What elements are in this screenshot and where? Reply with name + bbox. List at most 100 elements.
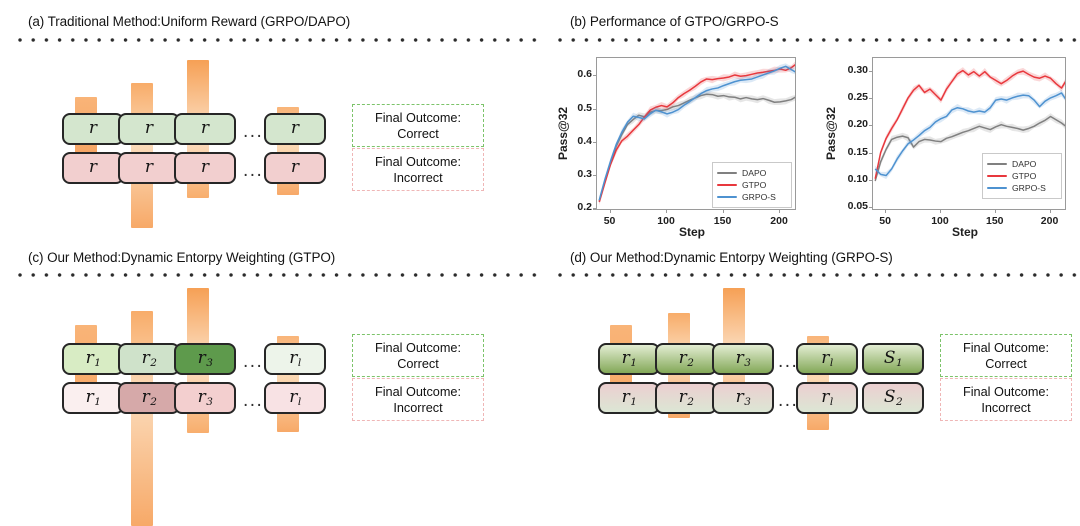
- x-tick-mark: [939, 210, 942, 213]
- legend-item-dapo[interactable]: DAPO: [717, 167, 785, 179]
- panel-c-title: (c) Our Method:Dynamic Entorpy Weighting…: [28, 250, 336, 265]
- x-tick-label: 150: [985, 215, 1004, 227]
- x-tick-mark: [779, 210, 781, 213]
- outcome-line-2: Correct: [397, 356, 439, 371]
- outcome-line-1: Final Outcome:: [374, 340, 462, 355]
- row-ellipsis-incorrect: ...: [778, 390, 799, 411]
- reward-token: r3: [735, 387, 751, 408]
- reward-box-incorrect-3: r: [174, 152, 236, 184]
- x-tick-label: 200: [770, 215, 788, 227]
- reward-box-correct-1: r: [62, 113, 124, 145]
- y-tick-mark: [593, 208, 596, 210]
- x-tick-label: 100: [931, 215, 949, 227]
- series-line-gtpo: [874, 69, 1065, 179]
- outcome-line-2: Correct: [397, 126, 439, 141]
- reward-token-sub: 2: [150, 357, 157, 369]
- series-line-grpo-s: [874, 92, 1065, 177]
- reward-box-incorrect-4: rl: [796, 382, 858, 414]
- reward-token: r: [88, 118, 98, 138]
- reward-token: r2: [678, 348, 694, 369]
- score-token: S1: [883, 348, 903, 369]
- reward-box-correct-3: r: [174, 113, 236, 145]
- reward-token: r1: [621, 348, 637, 369]
- outcome-line-1: Final Outcome:: [374, 154, 462, 169]
- outcome-line-2: Incorrect: [393, 170, 443, 185]
- x-tick-mark: [885, 210, 887, 213]
- reward-token: r3: [197, 348, 213, 369]
- reward-token-sub: 3: [744, 357, 751, 369]
- reward-token: r2: [141, 387, 157, 408]
- panel-b: (b) Performance of GTPO/GRPO-S Pass@32 S…: [540, 0, 1080, 240]
- panel-d-divider: [558, 273, 1080, 277]
- panel-d-title: (d) Our Method:Dynamic Entorpy Weighting…: [570, 250, 893, 265]
- uncertainty-band-gtpo: [875, 67, 1065, 183]
- reward-token-sub: l: [829, 357, 834, 369]
- outcome-incorrect-c: Final Outcome: Incorrect: [352, 378, 484, 421]
- reward-box-incorrect-1: r1: [598, 382, 660, 414]
- panel-a-divider: [18, 38, 540, 42]
- reward-box-correct-3: r3: [712, 343, 774, 375]
- legend-item-grpo-s[interactable]: GRPO-S: [717, 191, 785, 203]
- x-tick-mark: [722, 210, 724, 213]
- reward-token-sub: l: [297, 396, 302, 408]
- reward-token: r: [290, 118, 300, 138]
- outcome-line-2: Incorrect: [981, 400, 1031, 415]
- reward-token: rl: [821, 348, 834, 369]
- uncertainty-band-grpo-s: [875, 89, 1065, 180]
- reward-token: r1: [621, 387, 637, 408]
- outcome-correct-c: Final Outcome: Correct: [352, 334, 484, 377]
- reward-token: r2: [678, 387, 694, 408]
- panel-a-diagram: r r r ... r r r r ... r: [0, 0, 540, 240]
- reward-box-incorrect-2: r2: [655, 382, 717, 414]
- outcome-incorrect-d: Final Outcome: Incorrect: [940, 378, 1072, 421]
- y-tick-mark: [869, 97, 872, 100]
- chart-left-ylabel: Pass@32: [556, 106, 570, 160]
- legend-item-gtpo[interactable]: GTPO: [717, 179, 785, 191]
- reward-token-sub: 1: [630, 357, 637, 369]
- reward-token-sub: 1: [94, 357, 101, 369]
- score-box-correct: S1: [862, 343, 924, 375]
- reward-box-correct-2: r2: [655, 343, 717, 375]
- legend-item-grpo-s[interactable]: GRPO-S: [987, 182, 1055, 194]
- chart-left-xlabel: Step: [679, 225, 706, 239]
- y-tick-mark: [593, 108, 596, 110]
- y-tick-mark: [869, 152, 872, 154]
- reward-box-correct-4: r: [264, 113, 326, 145]
- y-tick-label: 0.2: [577, 201, 592, 214]
- reward-box-incorrect-4: rl: [264, 382, 326, 414]
- reward-token-sub: 3: [206, 357, 213, 369]
- reward-box-incorrect-4: r: [264, 152, 326, 184]
- legend-swatch-icon: [987, 162, 1007, 166]
- reward-token: r1: [85, 348, 101, 369]
- outcome-line-1: Final Outcome:: [962, 340, 1050, 355]
- reward-token: r: [144, 157, 154, 177]
- x-tick-mark: [666, 210, 668, 213]
- reward-box-incorrect-3: r3: [712, 382, 774, 414]
- panel-c-diagram: r1 r2 r3 ... rl r1 r2 r3 ...: [0, 240, 540, 526]
- reward-box-incorrect-2: r: [118, 152, 180, 184]
- legend-item-dapo[interactable]: DAPO: [987, 158, 1055, 170]
- outcome-correct-d: Final Outcome: Correct: [940, 334, 1072, 377]
- reward-token: rl: [289, 387, 302, 408]
- legend-label: DAPO: [1012, 159, 1037, 169]
- legend-label: GTPO: [742, 180, 767, 190]
- score-token-sub: 2: [895, 396, 903, 408]
- reward-box-correct-4: rl: [796, 343, 858, 375]
- reward-token: r3: [197, 387, 213, 408]
- score-token: S2: [883, 387, 903, 408]
- chart-right-svg: [874, 67, 1065, 183]
- reward-token: rl: [821, 387, 834, 408]
- reward-box-correct-1: r1: [62, 343, 124, 375]
- legend-swatch-icon: [717, 171, 737, 175]
- legend-item-gtpo[interactable]: GTPO: [987, 170, 1055, 182]
- panel-d: (d) Our Method:Dynamic Entorpy Weighting…: [540, 240, 1080, 480]
- reward-token: r3: [735, 348, 751, 369]
- legend-label: DAPO: [742, 168, 767, 178]
- reward-token-sub: 3: [206, 396, 213, 408]
- reward-box-incorrect-1: r1: [62, 382, 124, 414]
- panel-b-title: (b) Performance of GTPO/GRPO-S: [570, 14, 779, 29]
